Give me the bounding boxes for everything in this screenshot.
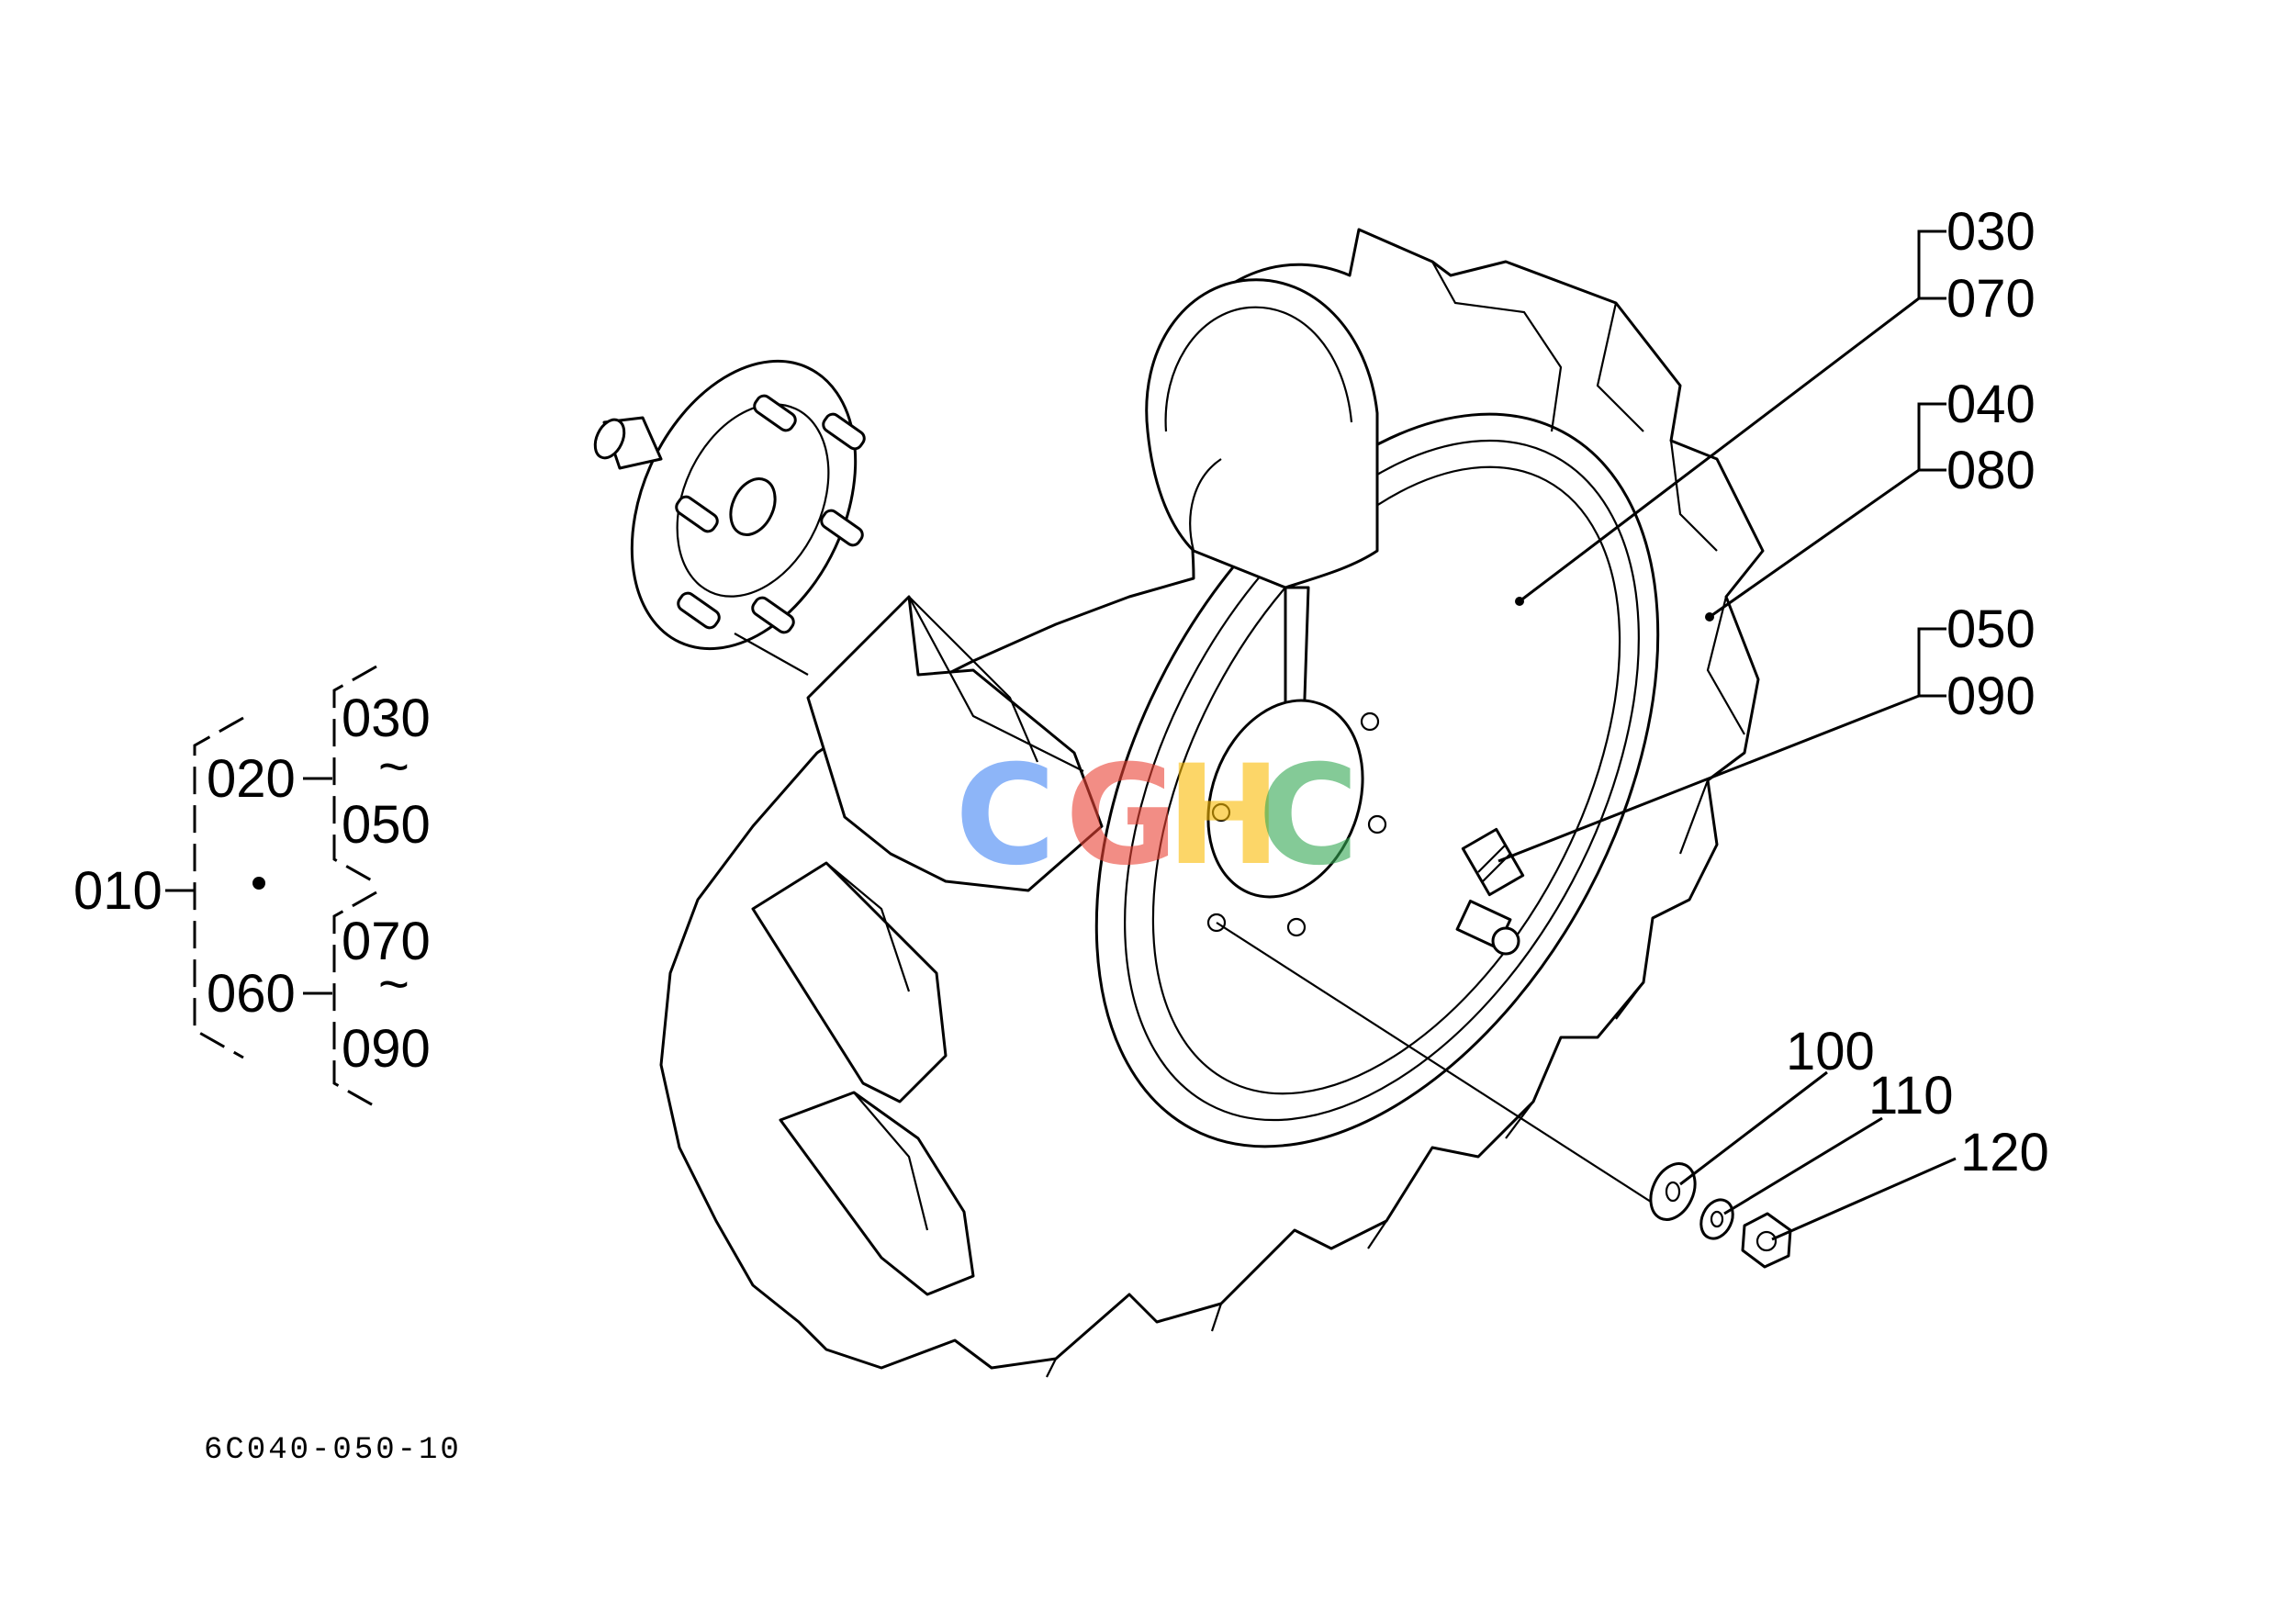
tread-lug <box>779 1091 975 1296</box>
callout-110: 110 <box>1868 1066 1953 1126</box>
hub-flange <box>593 359 866 676</box>
hub-stud <box>822 412 866 451</box>
fasteners <box>1216 922 1792 1269</box>
rim-center-hole <box>1206 699 1364 899</box>
rim-bolt-hole <box>1206 913 1227 933</box>
callout-050: 050 <box>1946 599 2036 659</box>
leader-120 <box>1771 1157 1957 1241</box>
tread-lug-edge <box>825 862 911 992</box>
leader-110 <box>1723 1116 1883 1215</box>
rim-bolt-hole <box>1286 917 1307 937</box>
tree-range-start: 030 <box>342 689 431 748</box>
spring-washer-110 <box>1699 1198 1734 1240</box>
tree-group-020: 020 <box>207 749 296 809</box>
spring-washer-hole <box>1710 1210 1724 1228</box>
bracket-030-070 <box>1917 230 1946 300</box>
bracket-050-090 <box>1917 627 1946 698</box>
tread-lug-line <box>1615 981 1644 1020</box>
tread-lugs-left <box>751 595 1104 1296</box>
tree-range-end: 050 <box>342 795 431 855</box>
leader-dot <box>1705 612 1714 622</box>
tread-lug <box>806 595 1104 892</box>
assembly-tree: 010 020 030 ~ 050 060 070 ~ 090 <box>73 665 431 1109</box>
rim-bolt-hole <box>1360 711 1380 732</box>
tree-outer-bracket <box>193 716 244 1059</box>
tread-lug-edge <box>853 1092 929 1231</box>
watermark-letter: C <box>1258 736 1359 896</box>
tree-separator-dot <box>252 877 265 890</box>
tube-inner-wall <box>1164 306 1353 432</box>
bolt-axis-line <box>1216 922 1667 1213</box>
callout-120: 120 <box>1960 1123 2049 1182</box>
callout-100: 100 <box>1786 1022 1875 1081</box>
tree-range-sep: ~ <box>378 955 409 1014</box>
tree-root-label: 010 <box>73 861 163 921</box>
hub-stud <box>751 596 795 634</box>
rim-inner-edge <box>1124 439 1640 1122</box>
valve-cap <box>1491 926 1520 956</box>
hub-stud <box>820 509 864 547</box>
tread-lug-line <box>1669 440 1718 552</box>
tread-lug-line <box>1046 1358 1057 1378</box>
inner-tube-cutaway <box>1145 278 1379 727</box>
watermark-letter: G <box>1065 736 1178 896</box>
leader-dot <box>1515 597 1524 606</box>
leader-100 <box>1679 1070 1828 1186</box>
tread-lug-edge <box>908 596 1039 763</box>
watermark: C G H C <box>955 736 1359 896</box>
tube-fold <box>1189 458 1222 552</box>
hub-axle-end <box>593 418 626 460</box>
rim-bolt-hole <box>1367 814 1387 834</box>
callout-090: 090 <box>1946 666 2036 726</box>
callout-080: 080 <box>1946 441 2036 500</box>
leader-030-070 <box>1519 297 1920 603</box>
tread-lug-line <box>1505 1101 1534 1139</box>
bracket-040-080 <box>1917 402 1946 472</box>
tree-range-sep: ~ <box>378 737 409 797</box>
watermark-letter: C <box>955 736 1056 896</box>
callout-070: 070 <box>1946 269 2036 329</box>
tree-range-start: 070 <box>342 912 431 971</box>
rim-valve-pad <box>1461 827 1525 897</box>
tread-lug-line <box>1367 1220 1387 1249</box>
rim-bolt-hole <box>1211 802 1231 823</box>
tread-lug-line <box>1596 302 1644 432</box>
hub-center-bore <box>729 477 777 536</box>
hub-alignment-line <box>734 633 809 676</box>
tree-range-end: 090 <box>342 1019 431 1079</box>
tread-lug-line <box>1706 596 1745 735</box>
tread-lug <box>751 861 948 1103</box>
leader-040-080 <box>1709 468 1920 619</box>
callout-labels: 030 070 040 080 050 090 100 110 120 <box>1786 202 2049 1182</box>
hub-studs <box>675 394 866 634</box>
rim-well <box>1151 465 1621 1095</box>
rim-outer-edge <box>1094 412 1660 1148</box>
hub-stud <box>677 591 721 630</box>
callout-040: 040 <box>1946 375 2036 434</box>
tube-section <box>1145 278 1379 589</box>
drawing-code: 6C040-050-10 <box>204 1433 462 1468</box>
tread-lug-line <box>1431 261 1563 432</box>
washer-hole <box>1665 1181 1681 1203</box>
rim-disc <box>1206 699 1525 956</box>
hub-flange-face <box>676 403 830 598</box>
tread-lug-line <box>1210 1303 1223 1332</box>
washer-100 <box>1649 1162 1697 1221</box>
tree-group-bracket <box>332 665 377 885</box>
hub-stud <box>675 495 719 533</box>
hub-stud <box>753 394 797 432</box>
tree-group-060: 060 <box>207 964 296 1024</box>
nut-hole <box>1755 1230 1778 1252</box>
callout-030: 030 <box>1946 202 2036 262</box>
leader-050-090 <box>1497 694 1920 863</box>
tree-group-bracket <box>332 890 377 1109</box>
tread-lug-edge <box>908 596 1084 772</box>
tread-lug-line <box>1678 779 1710 855</box>
leader-lines <box>1497 230 1957 1241</box>
nut-120 <box>1741 1212 1792 1269</box>
watermark-letter: H <box>1166 736 1282 896</box>
